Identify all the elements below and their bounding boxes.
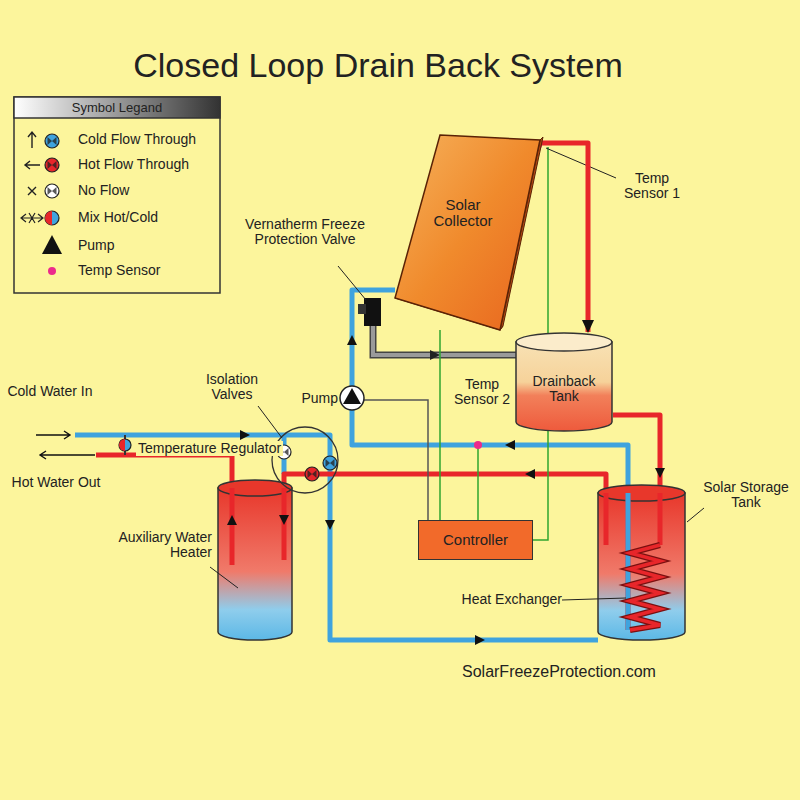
pipe-connector	[439, 330, 441, 520]
part-label: Vernatherm Freeze Protection Valve	[243, 217, 367, 246]
leader-lines	[210, 148, 704, 600]
node-text: Controller	[443, 532, 508, 548]
part-label: Cold Water In	[4, 384, 96, 399]
node-text: Drainback Tank	[524, 374, 604, 403]
watermark: SolarFreezeProtection.com	[462, 664, 702, 681]
part-label: Heat Exchanger	[454, 592, 562, 607]
temp-sensor	[474, 441, 482, 449]
part-label: Temperature Regulator	[136, 441, 283, 456]
part-label: Auxiliary Water Heater	[100, 530, 212, 559]
flow-arrows	[227, 335, 665, 645]
isolation-valves	[272, 427, 338, 493]
part-label: Pump	[286, 391, 338, 406]
pump-symbol	[340, 386, 364, 410]
legend-text: Hot Flow Through	[78, 157, 189, 172]
legend-text: Pump	[78, 238, 115, 253]
node-text: Solar Collector	[423, 197, 503, 229]
legend-text: No Flow	[78, 183, 129, 198]
freeze-valve	[364, 298, 381, 326]
legend-heading: Symbol Legand	[14, 100, 220, 116]
part-label: Solar Storage Tank	[700, 480, 792, 509]
collector-panel	[395, 135, 540, 330]
temperature-regulator	[119, 435, 131, 455]
diagram-title: Closed Loop Drain Back System	[0, 46, 756, 85]
auxiliary-heater	[218, 480, 292, 640]
inout-arrows	[36, 431, 95, 459]
part-label: Temp Sensor 2	[442, 377, 522, 406]
cold-pipes	[75, 290, 628, 640]
pipe-connector	[540, 143, 588, 332]
legend-text: Temp Sensor	[78, 263, 160, 278]
part-label: Isolation Valves	[192, 372, 272, 401]
part-label: Temp Sensor 1	[612, 171, 692, 200]
hot-pipes	[96, 415, 660, 565]
controller-box: Controller	[418, 520, 533, 560]
solar-collector: Solar Collector	[395, 135, 540, 330]
legend-text: Cold Flow Through	[78, 132, 196, 147]
legend-text: Mix Hot/Cold	[78, 210, 158, 225]
heat-exchanger-coil	[630, 545, 660, 630]
storage-tank	[598, 485, 685, 640]
legend-box	[14, 97, 220, 293]
part-label: Hot Water Out	[8, 475, 104, 490]
drainback-tank: Drainback Tank	[515, 332, 613, 432]
